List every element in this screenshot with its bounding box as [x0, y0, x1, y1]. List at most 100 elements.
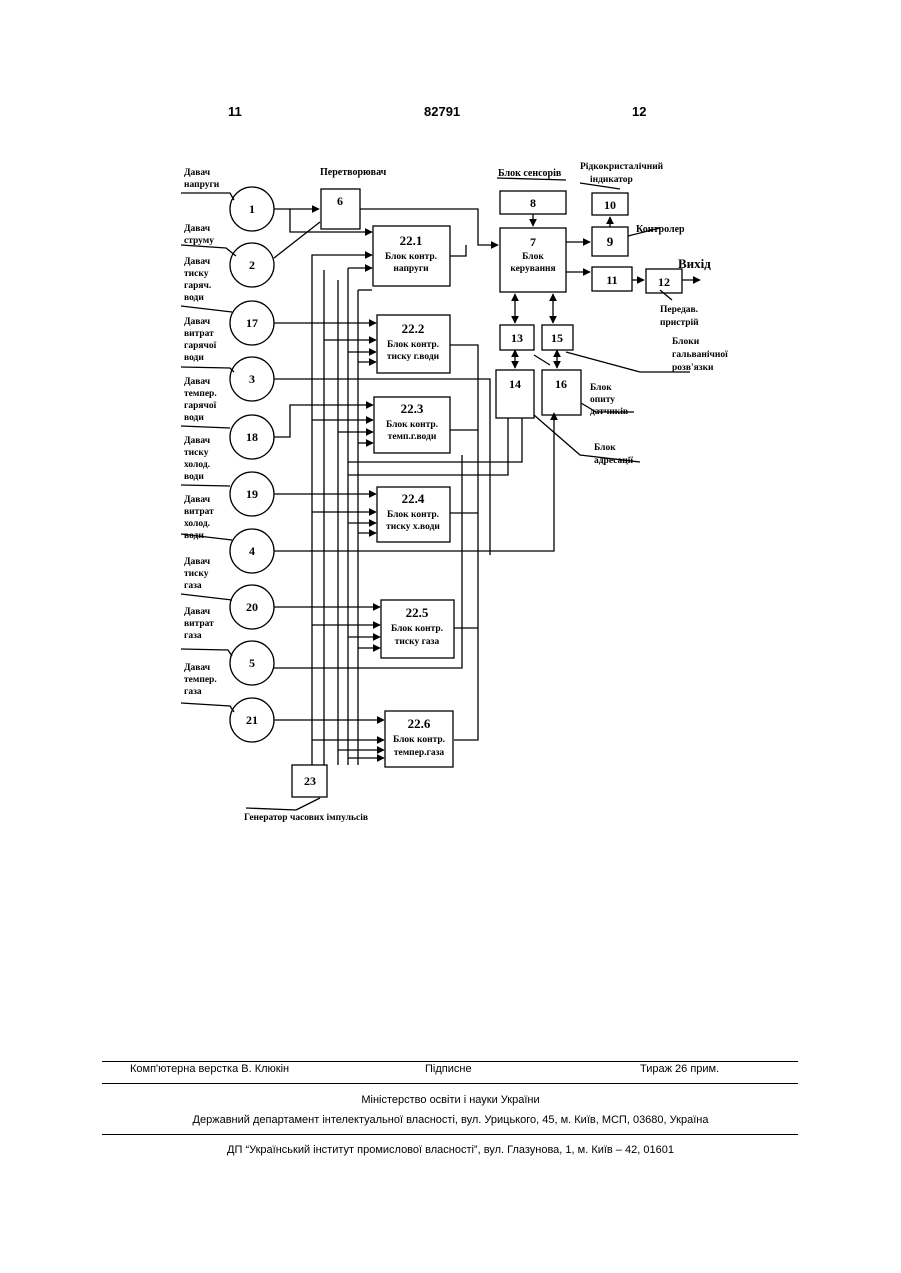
block-22-5-num: 22.5: [406, 605, 429, 620]
control-l1: Блок: [522, 252, 544, 262]
svg-text:води: води: [184, 293, 204, 303]
svg-text:Давач: Давач: [184, 317, 211, 327]
svg-text:Давач: Давач: [184, 377, 211, 387]
transmitter-l2: пристрій: [660, 317, 699, 328]
controller-label: Контролер: [636, 224, 685, 235]
block-13-num: 13: [511, 331, 523, 345]
svg-text:Давач: Давач: [184, 663, 211, 673]
lcd-num: 10: [604, 198, 616, 212]
signed-label: Підписне: [425, 1063, 472, 1075]
svg-text:витрат: витрат: [184, 329, 214, 339]
block-11-num: 11: [606, 273, 617, 287]
footer-rule-2: [102, 1083, 798, 1084]
converter-label: Перетворювач: [320, 167, 387, 178]
svg-text:води: води: [184, 413, 204, 423]
poll-l3: датчиків: [590, 406, 628, 417]
poll-l1: Блок: [590, 383, 612, 393]
poll-l2: опиту: [590, 395, 615, 405]
block-22-4-l1: Блок контр.: [387, 510, 439, 520]
block-22-2-num: 22.2: [402, 321, 425, 336]
block-16-num: 16: [555, 377, 567, 391]
svg-text:витрат: витрат: [184, 507, 214, 517]
block-22-5-l2: тиску газа: [395, 637, 440, 647]
block-22-4-num: 22.4: [402, 491, 425, 506]
block-22-3-l2: темп.г.води: [388, 432, 437, 442]
generator-num: 23: [304, 774, 316, 788]
circle-num: 19: [246, 487, 258, 501]
svg-text:гарячої: гарячої: [184, 401, 217, 411]
block-14-num: 14: [509, 377, 521, 391]
lcd-l1: Рідкокристалічний: [580, 161, 664, 172]
circle-num: 17: [246, 316, 258, 330]
block-22-2-l2: тиску г.води: [387, 352, 440, 362]
circle-num: 1: [249, 202, 255, 216]
svg-text:газа: газа: [184, 687, 202, 697]
ministry-line: Міністерство освіти і науки України: [0, 1094, 901, 1106]
block-15-num: 15: [551, 331, 563, 345]
block-22-6-l1: Блок контр.: [393, 735, 445, 745]
galvanic-l2: гальванічної: [672, 349, 728, 360]
block-22-6-num: 22.6: [408, 716, 431, 731]
block-22-1-l2: напруги: [393, 264, 429, 274]
svg-text:Давач: Давач: [184, 257, 211, 267]
sensors-block-label: Блок сенсорів: [498, 168, 562, 179]
circle-num: 5: [249, 656, 255, 670]
svg-text:води: води: [184, 353, 204, 363]
svg-text:Давач: Давач: [184, 436, 211, 446]
circle-num: 2: [249, 258, 255, 272]
svg-text:води: води: [184, 531, 204, 541]
svg-text:Давач: Давач: [184, 495, 211, 505]
svg-text:темпер.: темпер.: [184, 389, 217, 399]
controller-num: 9: [607, 234, 614, 249]
block-diagram: 1 2 17 3 18 19 4 20 5 21 Давач напруги Д…: [0, 0, 901, 840]
circle-num: 21: [246, 713, 258, 727]
galvanic-l1: Блоки: [672, 337, 700, 347]
addressing-l2: адресації: [594, 455, 633, 466]
sensors-block-num: 8: [530, 196, 536, 210]
svg-text:гарячої: гарячої: [184, 341, 217, 351]
block-22-1-num: 22.1: [400, 233, 423, 248]
block-22-5-l1: Блок контр.: [391, 624, 443, 634]
svg-text:витрат: витрат: [184, 619, 214, 629]
svg-text:гаряч.: гаряч.: [184, 281, 211, 291]
lcd-l2: індикатор: [590, 174, 633, 185]
block-22-4-l2: тиску х.води: [386, 522, 440, 532]
converter-num: 6: [337, 194, 343, 208]
output-label: Вихід: [678, 256, 711, 271]
svg-text:струму: струму: [184, 236, 214, 246]
footer-rule-3: [102, 1134, 798, 1135]
institute-line: ДП “Український інститут промислової вла…: [0, 1144, 901, 1156]
circulation-label: Тираж 26 прим.: [640, 1063, 719, 1075]
block-22-3-num: 22.3: [401, 401, 424, 416]
svg-text:тиску: тиску: [184, 269, 209, 279]
circle-num: 18: [246, 430, 258, 444]
svg-text:газа: газа: [184, 631, 202, 641]
addressing-l1: Блок: [594, 443, 616, 453]
generator-label: Генератор часових імпульсів: [244, 812, 368, 823]
block-22-6-l2: темпер.газа: [394, 748, 445, 758]
svg-text:газа: газа: [184, 581, 202, 591]
block-22-3-l1: Блок контр.: [386, 420, 438, 430]
svg-text:Давач: Давач: [184, 168, 211, 178]
svg-text:темпер.: темпер.: [184, 675, 217, 685]
galvanic-l3: розв'язки: [672, 363, 714, 373]
svg-text:тиску: тиску: [184, 448, 209, 458]
control-num: 7: [530, 235, 536, 249]
circle-num: 4: [249, 544, 255, 558]
svg-text:Давач: Давач: [184, 607, 211, 617]
circle-num: 20: [246, 600, 258, 614]
svg-text:холод.: холод.: [184, 460, 210, 470]
department-line: Державний департамент інтелектуальної вл…: [0, 1114, 901, 1126]
circle-num: 3: [249, 372, 255, 386]
svg-text:Давач: Давач: [184, 557, 211, 567]
footer-rule-1: [102, 1061, 798, 1062]
control-l2: керування: [510, 264, 555, 274]
layout-credit: Комп'ютерна верстка В. Клюкін: [130, 1063, 289, 1075]
transmitter-l1: Передав.: [660, 305, 698, 315]
block-22-2-l1: Блок контр.: [387, 340, 439, 350]
transmitter-num: 12: [658, 275, 670, 289]
svg-text:холод.: холод.: [184, 519, 210, 529]
svg-text:тиску: тиску: [184, 569, 209, 579]
block-22-1-l1: Блок контр.: [385, 252, 437, 262]
svg-text:води: води: [184, 472, 204, 482]
